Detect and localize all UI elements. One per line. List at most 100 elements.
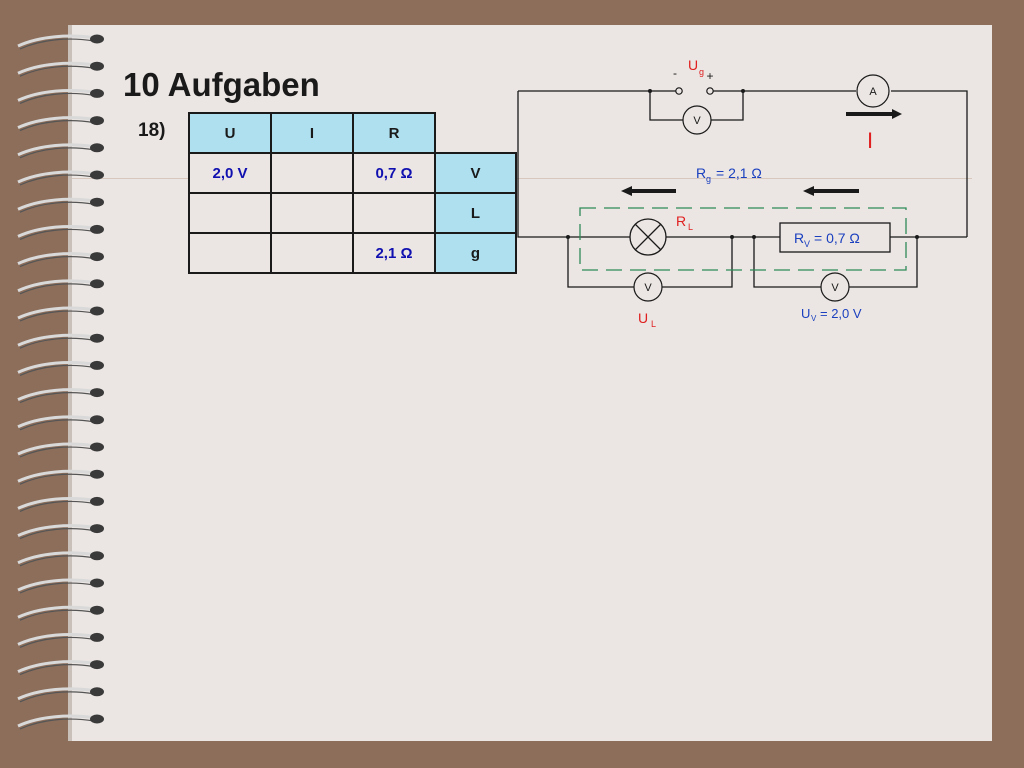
spiral-coil xyxy=(17,197,97,211)
wire-top-end xyxy=(891,90,968,237)
spiral-coil-shadow xyxy=(19,228,95,240)
source-voltage-sub: g xyxy=(699,67,704,77)
spiral-coil-shadow xyxy=(19,174,95,186)
spiral-coil-shadow xyxy=(19,446,95,458)
spiral-coil xyxy=(17,170,97,184)
row-label-l: L xyxy=(434,192,517,234)
binding-hole xyxy=(90,524,104,534)
spiral-coil xyxy=(17,360,97,374)
cell-r-v: 0,7 Ω xyxy=(352,152,436,194)
binding-hole xyxy=(90,88,104,98)
cell-r-l xyxy=(352,192,436,234)
spiral-coil xyxy=(17,61,97,75)
binding-hole xyxy=(90,224,104,234)
header-r: R xyxy=(352,112,436,154)
binding-hole xyxy=(90,442,104,452)
wire-source-voltmeter xyxy=(649,91,744,121)
binding-hole xyxy=(90,170,104,180)
binding-hole xyxy=(90,469,104,479)
circuit-diagram: - + U g V A I R g = 2,1 Ω R L R V = 0,7 … xyxy=(517,57,968,329)
spiral-coil-shadow xyxy=(19,283,95,295)
voltmeter-rv xyxy=(820,272,850,302)
binding-hole xyxy=(90,578,104,588)
spiral-coil xyxy=(17,714,97,728)
rg-label: R xyxy=(696,165,706,181)
binding-hole xyxy=(90,714,104,724)
binding-hole xyxy=(90,143,104,153)
cell-i-g xyxy=(270,232,354,274)
spiral-coil xyxy=(17,415,97,429)
uv-value: = 2,0 V xyxy=(820,306,862,321)
spiral-coil-shadow xyxy=(19,120,95,132)
spiral-binding xyxy=(17,34,104,730)
spiral-coil xyxy=(17,116,97,129)
page-edge xyxy=(68,25,72,741)
spiral-coil-shadow xyxy=(19,473,95,485)
binding-hole xyxy=(90,388,104,398)
page-crease xyxy=(72,178,972,179)
binding-hole xyxy=(90,116,104,126)
node xyxy=(730,235,734,239)
spiral-coil xyxy=(17,660,97,673)
node xyxy=(752,235,756,239)
rl-sub: L xyxy=(688,222,693,232)
rv-sub: V xyxy=(804,239,810,249)
spiral-coil xyxy=(17,279,97,293)
spiral-coil xyxy=(17,34,97,48)
source-minus-sign: - xyxy=(673,66,677,80)
binding-hole xyxy=(90,279,104,289)
cell-u-g xyxy=(188,232,272,274)
binding-hole xyxy=(90,306,104,316)
spiral-coil-shadow xyxy=(19,636,95,648)
row-label-g: g xyxy=(434,232,517,274)
spiral-coil-shadow xyxy=(19,65,95,77)
table-header-row: U I R xyxy=(188,112,516,154)
spiral-coil xyxy=(17,524,97,537)
ul-label: U xyxy=(638,310,648,326)
cell-i-v xyxy=(270,152,354,194)
spiral-coil-shadow xyxy=(19,555,95,567)
rl-label: R xyxy=(676,213,686,229)
spiral-coil xyxy=(17,551,97,565)
voltmeter-source-symbol: V xyxy=(693,115,701,127)
spiral-coil-shadow xyxy=(19,500,95,512)
voltmeter-lamp-symbol: V xyxy=(644,282,652,294)
resistor-rv xyxy=(779,222,891,253)
node xyxy=(915,235,919,239)
source-terminal-plus xyxy=(706,87,714,95)
binding-hole xyxy=(90,197,104,207)
cell-u-v: 2,0 V xyxy=(188,152,272,194)
spiral-coil xyxy=(17,442,97,456)
spiral-coil xyxy=(17,469,97,483)
binding-hole xyxy=(90,551,104,561)
uv-label: U xyxy=(801,306,810,321)
voltmeter-rv-symbol: V xyxy=(831,282,839,294)
spiral-coil-shadow xyxy=(19,528,95,540)
binding-hole xyxy=(90,496,104,506)
node xyxy=(648,89,652,93)
row-label-v: V xyxy=(434,152,517,194)
spiral-coil xyxy=(17,143,97,157)
spiral-coil xyxy=(17,578,97,592)
values-table: U I R 2,0 V 0,7 Ω V L 2,1 Ω g xyxy=(188,112,517,274)
spiral-coil xyxy=(17,252,97,265)
binding-hole xyxy=(90,333,104,343)
spiral-coil-shadow xyxy=(19,256,95,268)
header-i: I xyxy=(270,112,354,154)
voltmeter-source xyxy=(682,105,712,135)
rv-label: R xyxy=(794,230,804,246)
ammeter xyxy=(856,74,890,108)
spiral-coil xyxy=(17,496,97,510)
wire-lamp-voltmeter xyxy=(567,237,733,288)
table-row: 2,1 Ω g xyxy=(188,232,517,274)
binding-hole xyxy=(90,687,104,697)
cell-i-l xyxy=(270,192,354,234)
spiral-coil-shadow xyxy=(19,201,95,213)
spiral-coil-shadow xyxy=(19,718,95,730)
node xyxy=(741,89,745,93)
binding-hole xyxy=(90,660,104,670)
ammeter-symbol: A xyxy=(869,86,877,98)
ul-sub: L xyxy=(651,319,656,329)
page-title: 10 Aufgaben xyxy=(123,66,320,103)
spiral-coil xyxy=(17,632,97,646)
